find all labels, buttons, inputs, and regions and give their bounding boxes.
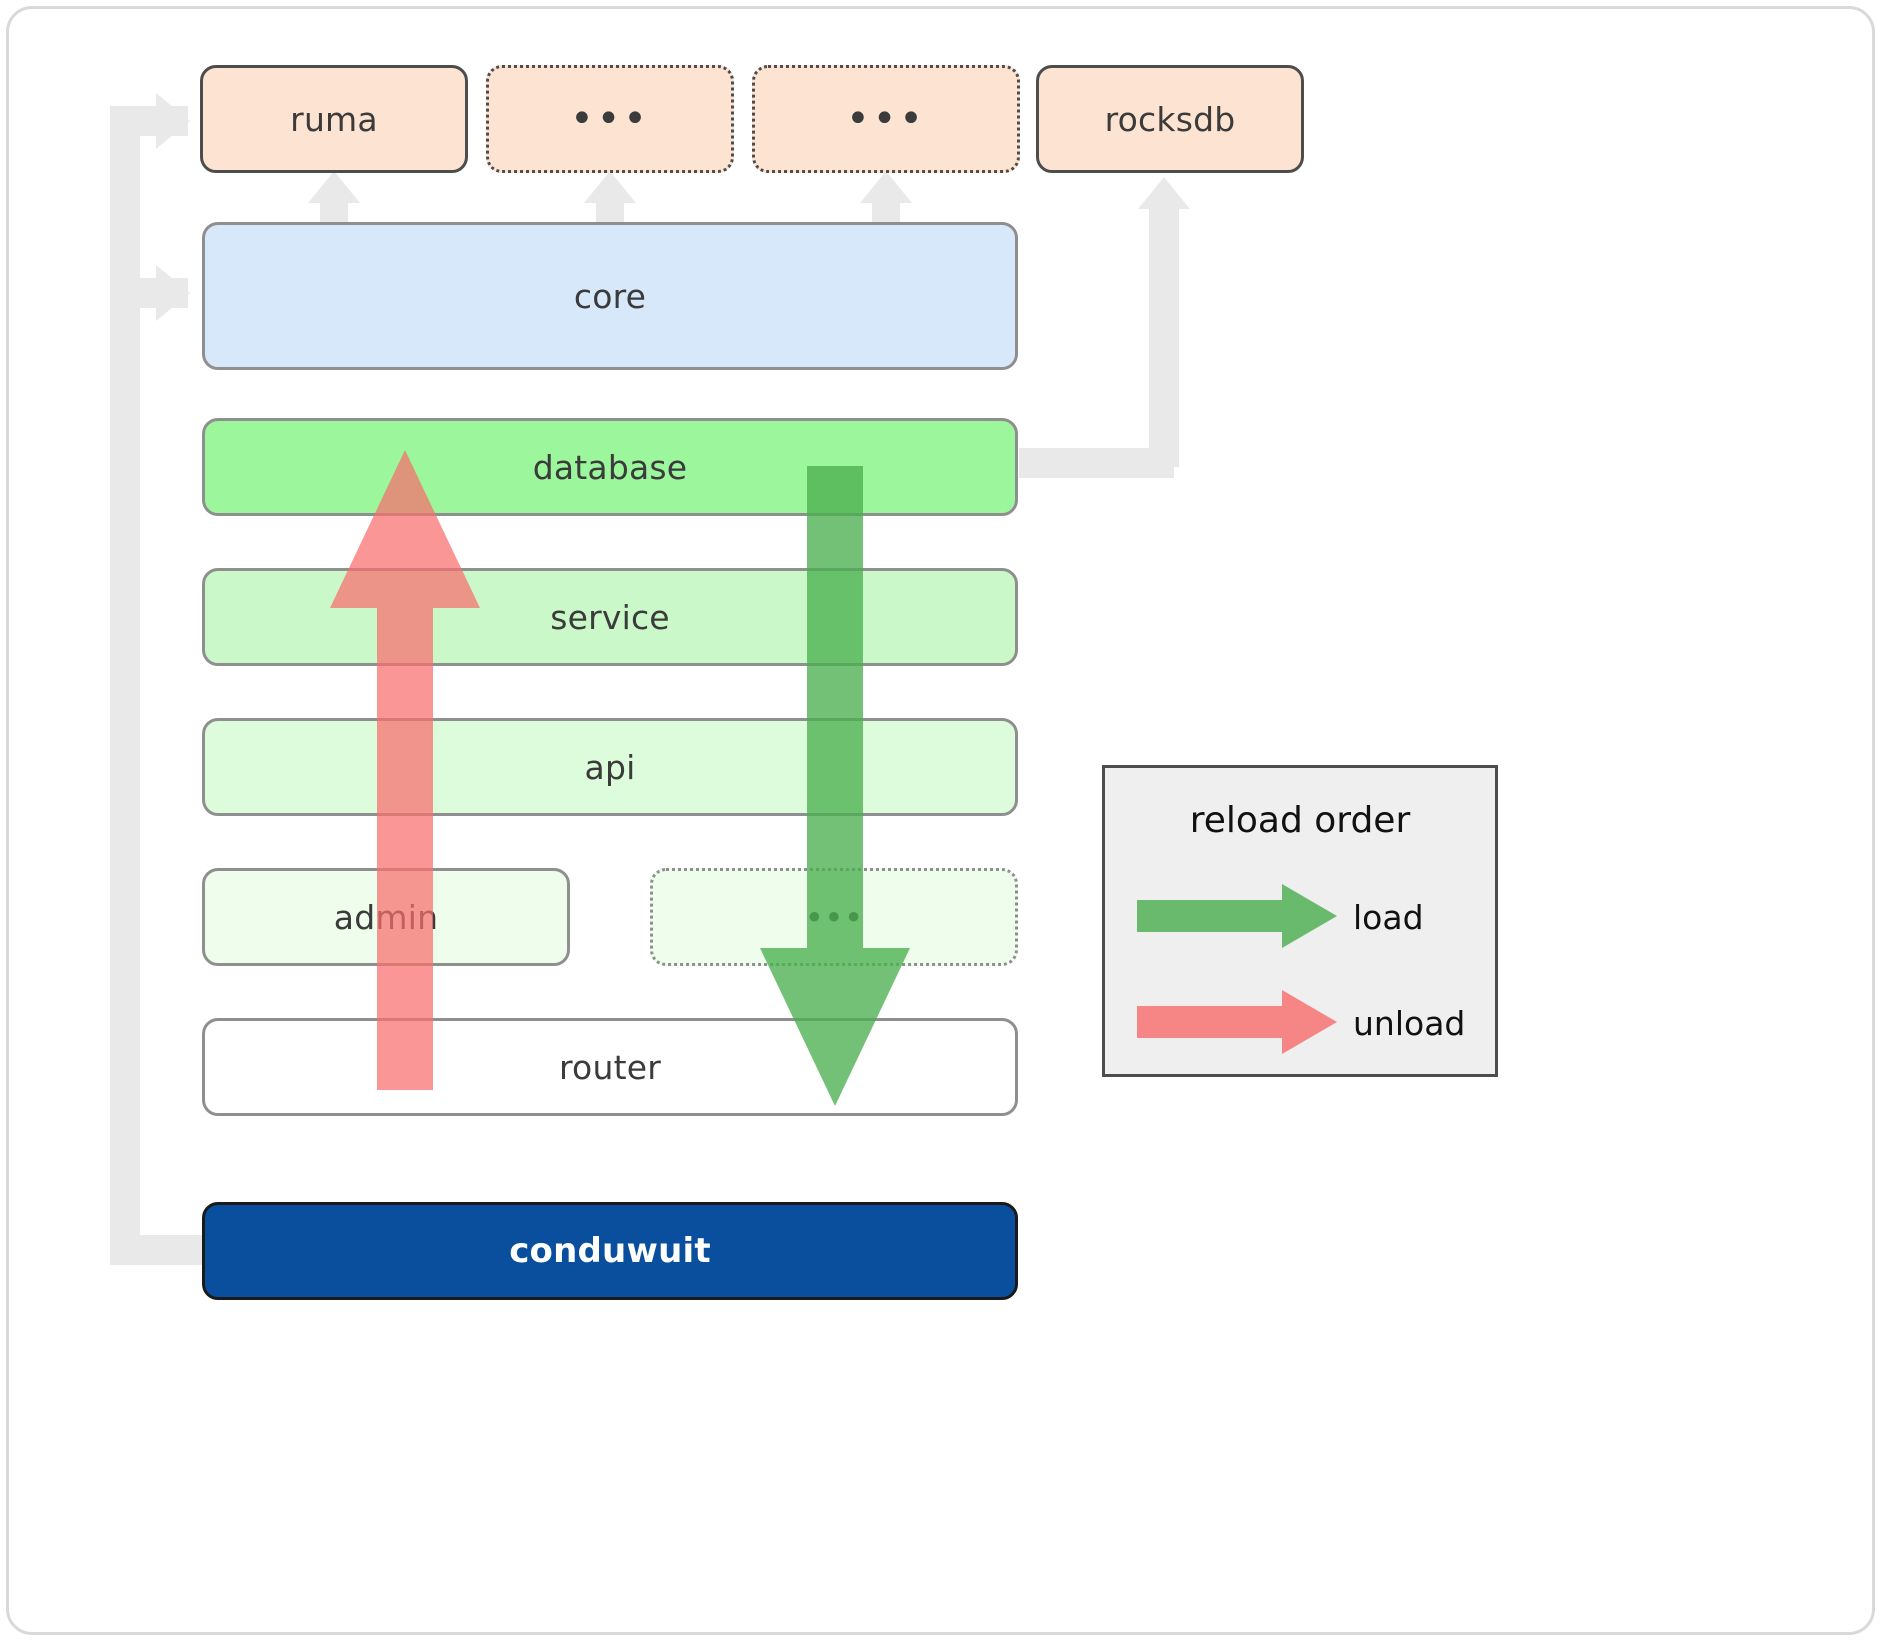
layer-box-api[interactable]: api bbox=[202, 718, 1018, 816]
layer-box-service[interactable]: service bbox=[202, 568, 1018, 666]
legend-label-load: load bbox=[1353, 898, 1424, 937]
layer-box-router[interactable]: router bbox=[202, 1018, 1018, 1116]
load-flow-arrow bbox=[750, 466, 920, 1106]
layer-label-database: database bbox=[532, 447, 688, 487]
connector-to-core-arrowhead bbox=[156, 265, 190, 321]
layer-box-core[interactable]: core bbox=[202, 222, 1018, 370]
dependency-label-rocksdb: rocksdb bbox=[1104, 99, 1236, 139]
connector-db-to-rocksdb-h bbox=[1019, 448, 1174, 478]
connector-core-to-dep2-head bbox=[584, 171, 636, 203]
dependency-box-ellipsis-2[interactable]: ••• bbox=[752, 65, 1020, 173]
legend-swatch-load bbox=[1137, 884, 1337, 948]
dependency-box-rocksdb[interactable]: rocksdb bbox=[1036, 65, 1304, 173]
dependency-box-ruma[interactable]: ruma bbox=[200, 65, 468, 173]
dependency-label-ruma: ruma bbox=[290, 99, 378, 139]
layer-label-router: router bbox=[559, 1047, 661, 1087]
legend-title: reload order bbox=[1189, 800, 1411, 841]
layer-label-core: core bbox=[573, 276, 647, 316]
legend-label-unload: unload bbox=[1353, 1004, 1466, 1043]
layer-label-service: service bbox=[550, 597, 670, 637]
connector-to-conduwuit bbox=[110, 1235, 220, 1265]
connector-core-to-dep3-head bbox=[860, 171, 912, 203]
layer-label-api: api bbox=[584, 747, 636, 787]
connector-core-to-ruma-head bbox=[308, 171, 360, 203]
legend-swatch-unload bbox=[1137, 990, 1337, 1054]
connector-db-to-rocksdb-arrowhead bbox=[1138, 177, 1190, 209]
legend-panel: reload order load unload bbox=[1102, 765, 1498, 1077]
connector-db-to-rocksdb-v bbox=[1149, 205, 1179, 467]
unload-flow-arrow bbox=[320, 450, 490, 1090]
dependency-box-ellipsis-1[interactable]: ••• bbox=[486, 65, 734, 173]
connector-to-ruma-arrowhead bbox=[156, 93, 190, 149]
layer-box-database[interactable]: database bbox=[202, 418, 1018, 516]
binary-label-conduwuit: conduwuit bbox=[509, 1231, 711, 1271]
binary-box-conduwuit[interactable]: conduwuit bbox=[202, 1202, 1018, 1300]
